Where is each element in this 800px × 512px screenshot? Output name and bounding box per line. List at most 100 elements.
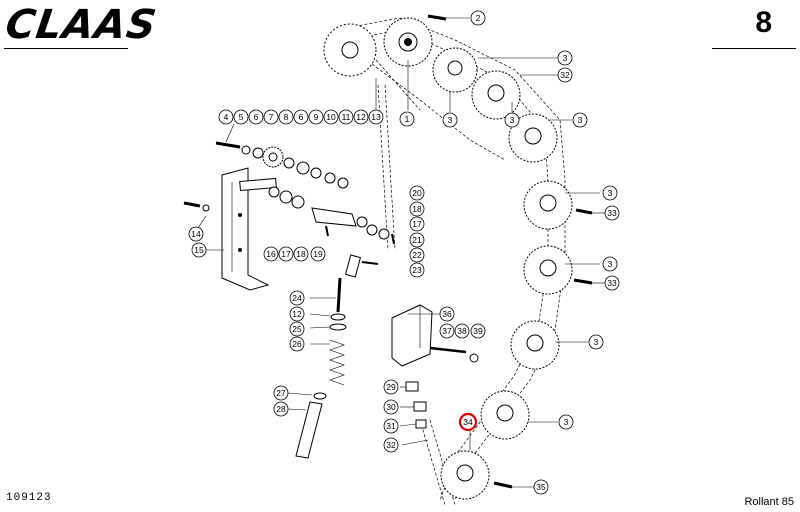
callout-2: 2: [470, 10, 486, 26]
callout-24: 24: [289, 290, 305, 306]
callout-22: 22: [409, 247, 425, 263]
callout-12: 12: [289, 306, 305, 322]
callout-3: 3: [442, 112, 458, 128]
bolt-14: [183, 201, 201, 208]
callout-36: 36: [439, 306, 455, 322]
drawing-number: 109123: [6, 492, 52, 504]
callout-14: 14: [188, 226, 204, 242]
callout-11: 11: [338, 109, 354, 125]
callout-4: 4: [218, 109, 234, 125]
svg-text:24: 24: [292, 293, 302, 303]
callout-6: 6: [293, 109, 309, 125]
sprocket-3g: [480, 390, 530, 440]
callout-17: 17: [278, 246, 294, 262]
model-name: Rollant 85: [744, 496, 794, 508]
svg-text:20: 20: [412, 188, 422, 198]
svg-text:10: 10: [326, 112, 336, 122]
sprocket-top-ghost: [323, 23, 377, 77]
header-rule-left: [4, 48, 128, 49]
callout-18: 18: [409, 201, 425, 217]
small-fasteners: [405, 381, 427, 429]
callout-3: 3: [602, 256, 618, 272]
callout-29: 29: [383, 379, 399, 395]
svg-text:3: 3: [608, 188, 613, 198]
callout-30: 30: [383, 399, 399, 415]
svg-text:3: 3: [563, 53, 568, 63]
callout-bubbles: 1 2 3 3 3 3 3 3 3 3 3 4 5 6 7 8 6 9 10 1…: [188, 10, 620, 495]
svg-text:14: 14: [191, 229, 201, 239]
callout-8: 8: [278, 109, 294, 125]
svg-text:31: 31: [386, 421, 396, 431]
callout-20: 20: [409, 185, 425, 201]
svg-text:39: 39: [473, 326, 483, 336]
svg-text:4: 4: [224, 112, 229, 122]
callout-17: 17: [409, 216, 425, 232]
callout-21: 21: [409, 232, 425, 248]
sprocket-3c: [508, 113, 558, 163]
callout-33: 33: [604, 275, 620, 291]
svg-text:15: 15: [194, 245, 204, 255]
callout-3: 3: [602, 185, 618, 201]
callout-32: 32: [557, 67, 573, 83]
svg-text:3: 3: [564, 417, 569, 427]
svg-text:3: 3: [608, 259, 613, 269]
svg-text:22: 22: [412, 250, 422, 260]
callout-3: 3: [557, 50, 573, 66]
svg-text:34: 34: [463, 417, 473, 427]
sprocket-3b: [471, 70, 521, 120]
svg-text:18: 18: [412, 204, 422, 214]
washer-14: [202, 204, 210, 212]
callout-9: 9: [308, 109, 324, 125]
callout-34-highlighted: 34: [458, 412, 478, 432]
callout-6: 6: [248, 109, 264, 125]
callout-27: 27: [273, 385, 289, 401]
sprocket-3e: [523, 245, 573, 295]
svg-text:29: 29: [386, 382, 396, 392]
callout-3: 3: [572, 112, 588, 128]
spring-assembly: [295, 277, 347, 459]
sprocket-3d: [523, 180, 573, 230]
svg-text:3: 3: [448, 115, 453, 125]
callout-3: 3: [504, 112, 520, 128]
svg-text:8: 8: [284, 112, 289, 122]
svg-text:6: 6: [299, 112, 304, 122]
svg-text:6: 6: [254, 112, 259, 122]
bracket-15: [221, 167, 270, 291]
callout-12: 12: [353, 109, 369, 125]
svg-text:9: 9: [314, 112, 319, 122]
svg-text:32: 32: [560, 70, 570, 80]
svg-text:16: 16: [266, 249, 276, 259]
svg-text:13: 13: [371, 112, 381, 122]
svg-text:36: 36: [442, 309, 452, 319]
sprocket-bolts: [427, 14, 593, 489]
svg-text:23: 23: [412, 265, 422, 275]
callout-35: 35: [533, 479, 549, 495]
callout-19: 19: [310, 246, 326, 262]
callout-39: 39: [470, 323, 486, 339]
callout-5: 5: [233, 109, 249, 125]
svg-text:27: 27: [276, 388, 286, 398]
svg-text:12: 12: [292, 309, 302, 319]
shaft-assembly-middle: [268, 186, 395, 278]
svg-text:5: 5: [239, 112, 244, 122]
svg-text:17: 17: [412, 219, 422, 229]
svg-text:7: 7: [269, 112, 274, 122]
sprocket-3f: [510, 320, 560, 370]
svg-text:3: 3: [510, 115, 515, 125]
callout-28: 28: [273, 401, 289, 417]
callout-26: 26: [289, 336, 305, 352]
svg-text:1: 1: [405, 114, 410, 124]
callout-10: 10: [323, 109, 339, 125]
callout-16: 16: [263, 246, 279, 262]
svg-text:17: 17: [281, 249, 291, 259]
sprocket-34: [440, 450, 490, 500]
callout-18: 18: [293, 246, 309, 262]
callout-25: 25: [289, 321, 305, 337]
svg-text:3: 3: [578, 115, 583, 125]
callout-33: 33: [604, 205, 620, 221]
callout-7: 7: [263, 109, 279, 125]
callout-3: 3: [588, 334, 604, 350]
page-number: 8: [755, 6, 772, 39]
